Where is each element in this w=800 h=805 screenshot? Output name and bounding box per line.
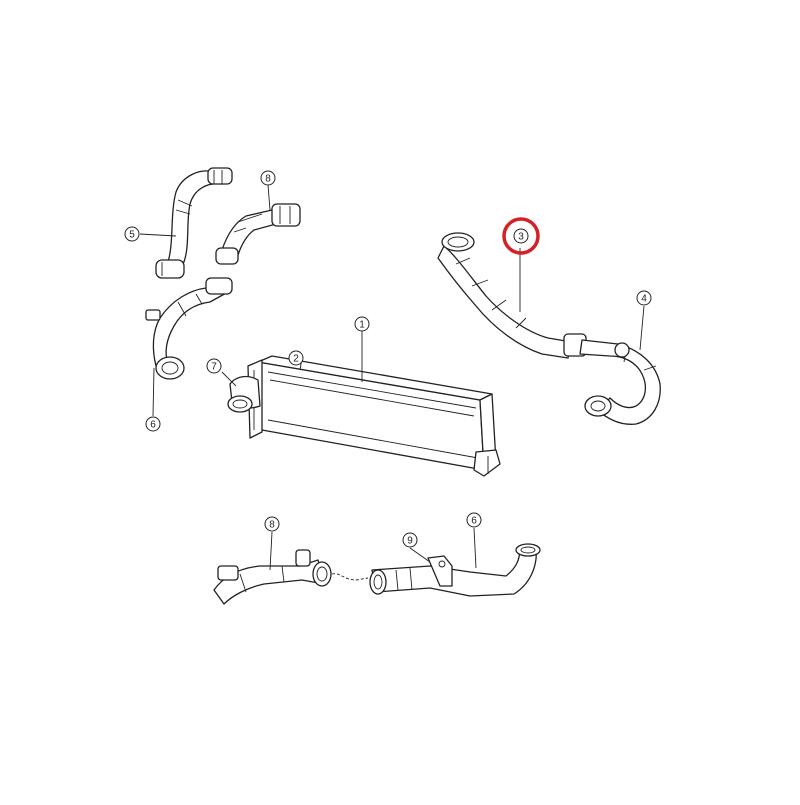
part-tube-6-bottom[interactable] (369, 543, 541, 597)
callout-charge-air-hose-upper-left[interactable]: 5 (124, 226, 140, 242)
callout-number: 3 (518, 232, 524, 243)
callout-number: 6 (471, 516, 477, 527)
part-hose-5[interactable] (155, 167, 233, 279)
part-tube-4[interactable] (579, 339, 661, 425)
leader-lines (139, 184, 645, 571)
callout-intercooler-outlet-elbow[interactable]: 7 (206, 358, 222, 374)
callout-circle (402, 532, 418, 548)
part-elbow-7[interactable] (227, 375, 261, 413)
callout-circle (264, 516, 280, 532)
callout-charge-air-tube-left[interactable]: 6 (145, 416, 161, 432)
callout-circle (288, 350, 304, 366)
part-hose-8-upper[interactable] (215, 203, 301, 265)
callout-circle (145, 416, 161, 432)
callout-number: 8 (265, 174, 271, 185)
callout-number: 8 (269, 520, 275, 531)
callout-number: 2 (293, 354, 299, 365)
callout-tube-bracket[interactable]: 9 (402, 532, 418, 548)
callout-charge-air-hose-upper-middle[interactable]: 8 (260, 170, 276, 186)
callout-circle (513, 228, 529, 244)
callout-intercooler-seal[interactable]: 2 (288, 350, 304, 366)
callout-number: 5 (129, 230, 135, 241)
callout-number: 1 (359, 320, 365, 331)
callout-number: 9 (407, 536, 413, 547)
part-tube-6-left[interactable] (145, 277, 233, 380)
callout-charge-air-hose-right[interactable]: 3 (502, 217, 540, 255)
callout-charge-air-hose-bottom[interactable]: 8 (264, 516, 280, 532)
callout-charge-air-tube-bottom[interactable]: 6 (466, 512, 482, 528)
part-bracket-9[interactable] (427, 555, 453, 587)
callout-circle (354, 316, 370, 332)
callout-circle (124, 226, 140, 242)
callout-number: 6 (150, 420, 156, 431)
callout-circle (206, 358, 222, 374)
callout-number: 4 (641, 294, 647, 305)
highlight-ring (502, 217, 540, 255)
callout-intercooler[interactable]: 1 (354, 316, 370, 332)
callout-group: 1 2 3 4 5 6 6 7 8 8 9 (124, 170, 652, 548)
part-intercooler-1[interactable] (257, 355, 501, 477)
callout-circle (466, 512, 482, 528)
callout-circle (260, 170, 276, 186)
callout-number: 7 (211, 362, 217, 373)
callout-charge-air-tube-right[interactable]: 4 (636, 290, 652, 306)
callout-circle (636, 290, 652, 306)
part-hose-3[interactable] (437, 232, 587, 359)
part-hose-8-bottom[interactable] (213, 549, 369, 605)
